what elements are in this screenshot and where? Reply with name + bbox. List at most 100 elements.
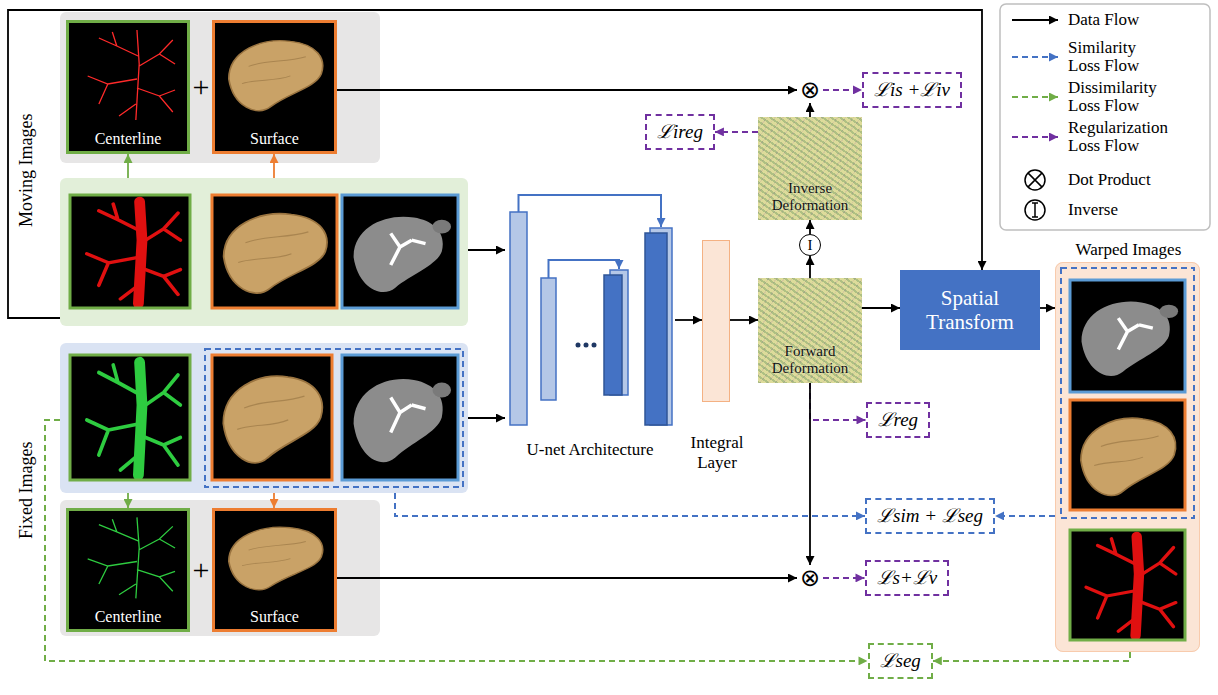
image-ground: [212, 508, 337, 632]
connector: [273, 154, 275, 178]
group-box: [60, 12, 380, 163]
image-border: [342, 355, 458, 480]
ct-image: [354, 217, 451, 292]
output-panel: Warped Images: [1055, 262, 1200, 652]
node-label: ℒs+ℒv: [877, 567, 938, 590]
inverse-node: I: [799, 234, 821, 256]
node-label: ⊗: [800, 78, 820, 102]
image-panel: Surface: [212, 20, 337, 154]
image-panel: Centerline: [66, 20, 190, 154]
connector: [127, 154, 129, 178]
legend-sample: [1025, 170, 1045, 190]
connector: [675, 319, 702, 321]
unet-bar: [510, 212, 527, 425]
legend-sample: [1012, 96, 1058, 98]
skip-connection: [519, 195, 662, 227]
connector: [8, 10, 982, 318]
connector: [862, 307, 900, 309]
image-ground: [342, 355, 458, 480]
image-border: [342, 195, 458, 308]
legend-sample: [1025, 200, 1045, 220]
node-label: Centerline: [95, 607, 162, 626]
node-label: Spatial Transform: [906, 286, 1034, 334]
label-wrap: +: [193, 555, 210, 585]
image-ground: [1070, 280, 1185, 392]
image-panel: Centerline: [66, 508, 190, 632]
band-ground: [60, 178, 468, 326]
connector: [715, 131, 758, 133]
legend-entry: Dot Product: [1068, 171, 1170, 190]
legend-text: Inverse: [1068, 201, 1170, 220]
legend-entry: Dissimilarity Loss Flow: [1068, 79, 1170, 116]
legend-text: Dot Product: [1068, 171, 1170, 190]
plus-sign: +: [193, 72, 210, 102]
node-label: I: [808, 238, 813, 253]
image-ground: [342, 195, 458, 308]
loss-box: ℒreg: [866, 402, 931, 439]
centerline-image: [88, 30, 175, 120]
image-ground: [66, 508, 190, 632]
connector: [809, 220, 811, 234]
node-label: ℒsim + ℒseg: [877, 505, 983, 528]
connector: [933, 652, 1130, 661]
connector: [809, 383, 811, 565]
similarity-group: [1061, 268, 1194, 518]
liver-image: [223, 376, 322, 463]
node-label: Fixed Images: [16, 441, 37, 538]
image-ground: [70, 355, 190, 480]
loss-box: ℒseg: [868, 643, 933, 680]
legend-text: Similarity Loss Flow: [1068, 39, 1170, 76]
connector: [337, 89, 797, 91]
input-band: Moving Images: [60, 178, 468, 326]
node-label: Moving Images: [16, 113, 37, 226]
vessel-image: [87, 202, 181, 304]
ct-image: [354, 379, 451, 462]
connector: [395, 493, 865, 516]
node-label: U-net Architecture: [505, 440, 675, 460]
image-border: [212, 195, 337, 308]
legend-entry: Inverse: [1068, 201, 1170, 220]
legend-entry: Data Flow: [1068, 11, 1170, 30]
node-label: ℒis +ℒiv: [874, 79, 950, 102]
node-label: Warped Images: [1076, 240, 1182, 260]
loss-box: ℒsim + ℒseg: [865, 498, 995, 535]
connector: [730, 319, 758, 321]
legend-sample: [1028, 173, 1042, 187]
legend-text: Dissimilarity Loss Flow: [1068, 79, 1170, 116]
heading-wrap: Warped Images: [1076, 240, 1182, 260]
node-label: Integral Layer: [685, 433, 749, 472]
liver-image: [224, 214, 327, 293]
node-label: Surface: [250, 129, 299, 148]
heading-wrap: Moving Images: [16, 113, 37, 226]
unet-dot: [584, 343, 589, 348]
similarity-group: [205, 349, 463, 487]
surface-image: [229, 41, 323, 111]
heading-wrap: Integral Layer: [685, 433, 749, 472]
unet-bar: [604, 275, 622, 395]
legend-text: Data Flow: [1068, 11, 1170, 30]
legend-sample: [1012, 136, 1058, 138]
image-ground: [212, 355, 332, 480]
legend-entry: Regularization Loss Flow: [1068, 119, 1170, 156]
node-label: ℒireg: [657, 121, 703, 144]
deformation-field: Forward Deformation: [758, 278, 862, 383]
skip-connection: [549, 260, 620, 278]
unet-bar: [541, 278, 556, 400]
legend-entry: Similarity Loss Flow: [1068, 39, 1170, 76]
connector: [468, 249, 505, 251]
node-label: Centerline: [95, 129, 162, 148]
unet-dot: [576, 343, 581, 348]
liver-image: [1081, 418, 1176, 495]
legend-sample: [1012, 56, 1058, 58]
panel-ground: [1055, 262, 1200, 652]
heading-wrap: Fixed Images: [16, 441, 37, 538]
band-ground: [60, 343, 468, 493]
connector: [823, 577, 865, 579]
unet-dot: [592, 343, 597, 348]
plus-sign: +: [193, 555, 210, 585]
connector: [127, 493, 129, 508]
image-ground: [70, 195, 190, 308]
node-label: ℒseg: [880, 650, 921, 673]
loss-box: ℒis +ℒiv: [862, 72, 962, 109]
connector: [1040, 307, 1055, 309]
